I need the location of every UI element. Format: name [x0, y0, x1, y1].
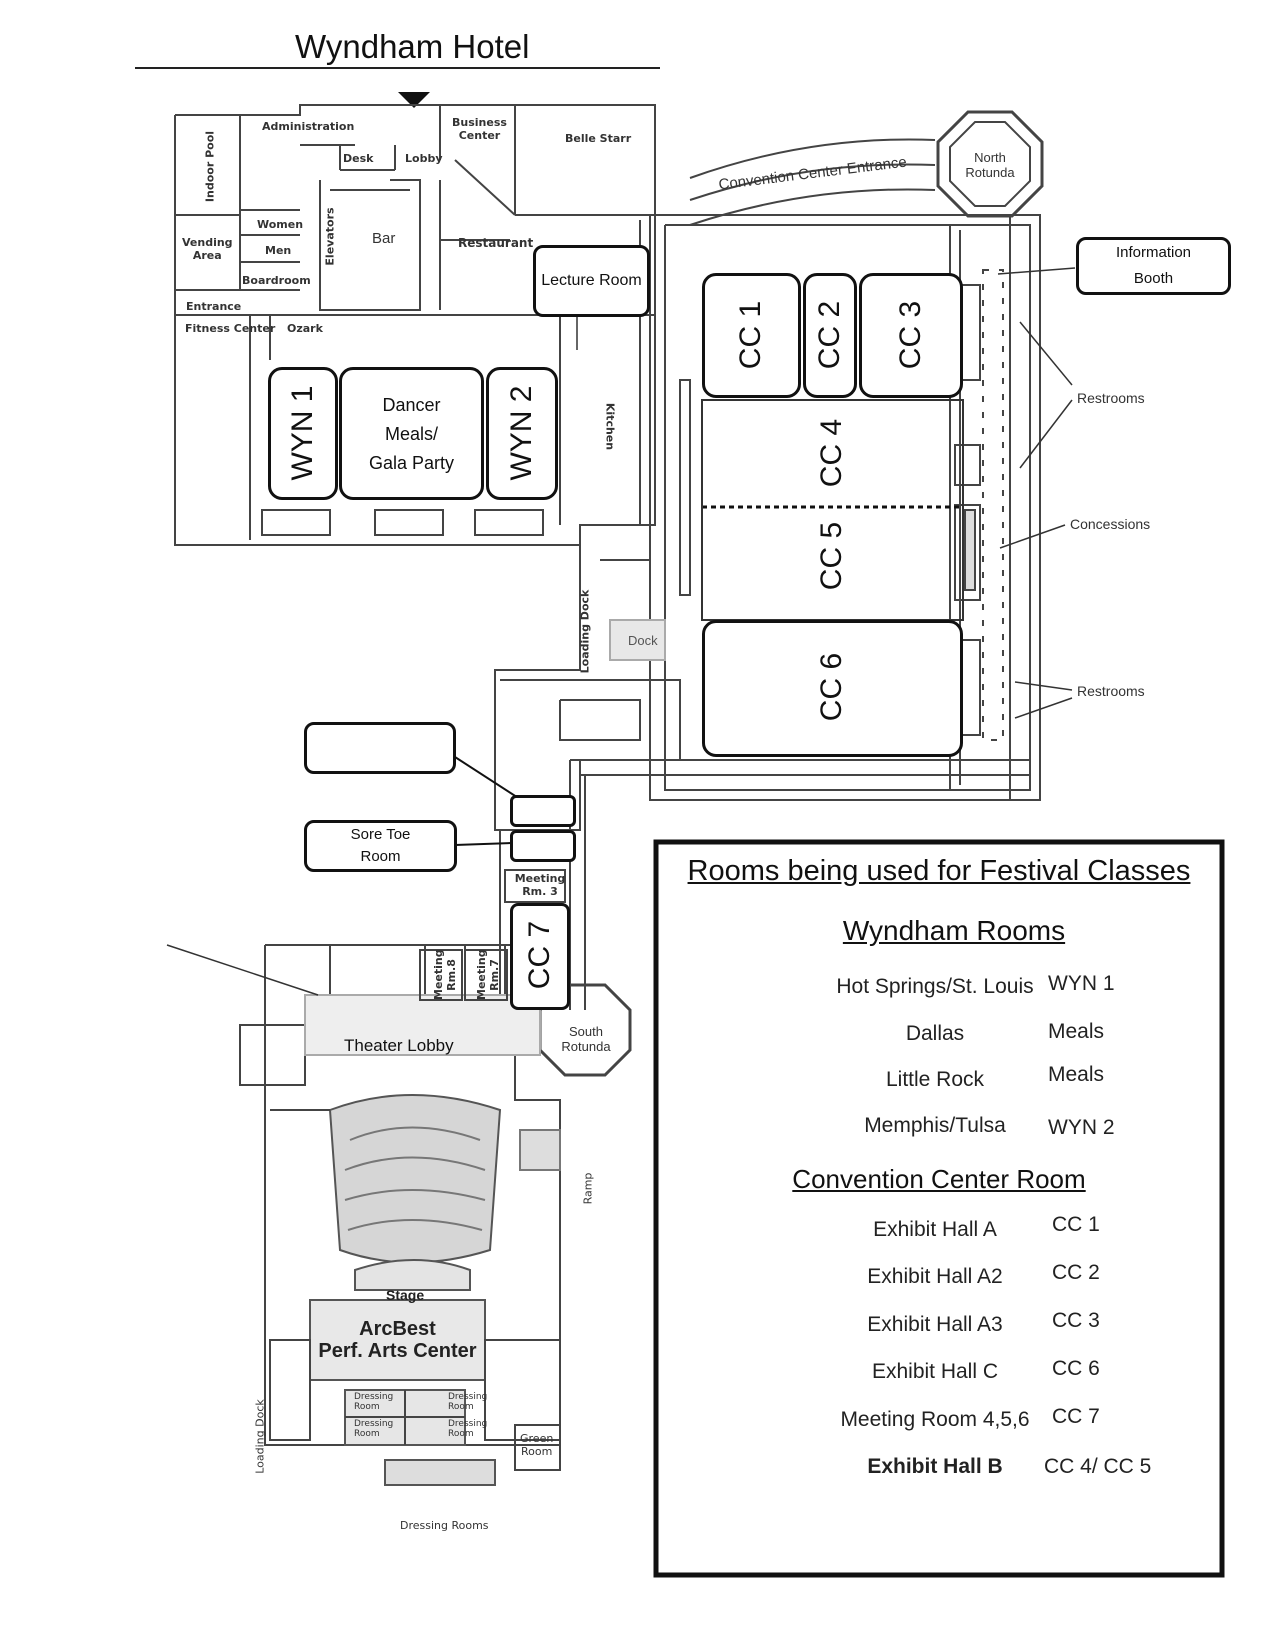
business-center-label: Business Center: [452, 116, 507, 142]
dock-label: Dock: [628, 633, 658, 648]
room-wyn2-label: WYN 2: [505, 385, 538, 481]
room-lecture: Lecture Room: [533, 245, 650, 317]
small-room-upper: [510, 795, 576, 827]
page-title: Wyndham Hotel: [295, 28, 530, 65]
legend-convention-row-1-code: CC 1: [1052, 1213, 1100, 1236]
room-cc5-label: CC 5: [815, 521, 848, 591]
legend-convention-row-2-name: Exhibit Hall A2: [867, 1265, 1003, 1288]
legend-convention-row-5-code: CC 7: [1052, 1405, 1100, 1428]
room-lecture-label: Lecture Room: [541, 272, 642, 289]
legend-wyndham-row-4-code: WYN 2: [1048, 1116, 1115, 1139]
kitchen-label: Kitchen: [603, 402, 617, 451]
men-label: Men: [265, 244, 292, 257]
belle-starr-label: Belle Starr: [565, 132, 632, 145]
fitness-center-label: Fitness Center: [185, 322, 276, 335]
room-wyn1: [268, 367, 338, 500]
room-cc2: [803, 273, 857, 398]
legend-wyndham-row-1-name: Hot Springs/St. Louis: [836, 975, 1034, 998]
dressing-room-label-2: Dressing Room: [448, 1392, 488, 1412]
dressing-rooms-label: Dressing Rooms: [400, 1519, 489, 1532]
bar-label: Bar: [372, 230, 396, 247]
dressing-room-label-1: Dressing Room: [354, 1392, 394, 1412]
restaurant-label: Restaurant: [458, 236, 534, 250]
indoor-pool-label: Indoor Pool: [203, 130, 217, 203]
legend-wyndham-row-2-code: Meals: [1048, 1020, 1105, 1043]
loading-dock-theater-label: Loading Dock: [253, 1399, 267, 1474]
women-label: Women: [257, 218, 304, 231]
theater-lobby-label: Theater Lobby: [344, 1036, 454, 1055]
room-cc6-label: CC 6: [815, 652, 848, 722]
room-cc7: [510, 903, 570, 1010]
meeting-rm3-label: Meeting Rm. 3: [514, 872, 566, 898]
room-cc1: [702, 273, 801, 398]
legend-convention-row-4-code: CC 6: [1052, 1357, 1100, 1380]
restrooms-upper-label: Restrooms: [1077, 390, 1145, 406]
legend-convention-row-5-name: Meeting Room 4,5,6: [840, 1408, 1030, 1431]
room-cc7-label: CC 7: [523, 920, 556, 990]
legend-wyndham-row-1-code: WYN 1: [1048, 972, 1115, 995]
legend-convention-heading: Convention Center Room: [792, 1164, 1086, 1194]
legend-convention-row-2-code: CC 2: [1052, 1261, 1100, 1284]
room-cc4-label: CC 4: [815, 418, 848, 488]
south-rotunda-label: South Rotunda: [561, 1024, 611, 1054]
concessions-label: Concessions: [1070, 516, 1151, 532]
legend-convention-row-4-name: Exhibit Hall C: [871, 1360, 999, 1383]
room-wyn2: [486, 367, 558, 500]
legend-wyndham-row-3-name: Little Rock: [885, 1068, 985, 1091]
elevators-label: Elevators: [323, 207, 337, 266]
ozark-label: Ozark: [287, 322, 323, 335]
loading-dock-label: Loading Dock: [578, 589, 592, 674]
room-cc3: [859, 273, 963, 398]
information-booth-callout: Information Booth: [1076, 237, 1231, 295]
room-dancer-meals-label: Dancer Meals/ Gala Party: [368, 395, 455, 473]
legend-wyndham-row-4-name: Memphis/Tulsa: [864, 1114, 1006, 1137]
meeting-rm7-label: Meeting Rm.7: [475, 949, 501, 1000]
room-cc1-label: CC 1: [734, 300, 767, 370]
legend-title: Rooms being used for Festival Classes: [687, 855, 1191, 887]
room-wyn1-label: WYN 1: [286, 385, 319, 481]
room-cc2-label: CC 2: [813, 300, 846, 370]
room-cc3-label: CC 3: [894, 300, 927, 370]
north-rotunda-label: North Rotunda: [965, 150, 1015, 180]
desk-label: Desk: [343, 152, 374, 165]
legend-convention-row-6-name: Exhibit Hall B: [867, 1455, 1003, 1478]
legend-wyndham-row-2-name: Dallas: [905, 1022, 965, 1045]
sore-toe-room-label: Sore Toe Room: [350, 826, 411, 865]
meeting-rm8-label: Meeting Rm.8: [432, 949, 458, 1000]
dressing-room-label-4: Dressing Room: [448, 1419, 488, 1439]
dressing-room-label-3: Dressing Room: [354, 1419, 394, 1439]
lobby-label: Lobby: [405, 152, 443, 165]
restrooms-lower-label: Restrooms: [1077, 683, 1145, 699]
administration-label: Administration: [262, 120, 355, 133]
legend-wyndham-heading: Wyndham Rooms: [842, 915, 1066, 946]
arcbest-label: ArcBest Perf. Arts Center: [318, 1318, 477, 1362]
blank-callout: [304, 722, 456, 774]
legend-convention-row-1-name: Exhibit Hall A: [873, 1218, 997, 1241]
legend-wyndham-row-3-code: Meals: [1048, 1063, 1105, 1086]
boardroom-label: Boardroom: [242, 274, 311, 287]
vending-area-label: Vending Area: [182, 236, 233, 262]
entrance-label: Entrance: [186, 300, 242, 313]
legend-convention-row-3-name: Exhibit Hall A3: [867, 1313, 1003, 1336]
legend-convention-row-3-code: CC 3: [1052, 1309, 1100, 1332]
green-room-label: Green Room: [520, 1432, 554, 1458]
stage-label: Stage: [386, 1287, 425, 1303]
information-booth-label: Information Booth: [1115, 244, 1192, 287]
small-room-lower: [510, 830, 576, 862]
room-cc6: [702, 620, 963, 757]
legend-convention-row-6-code: CC 4/ CC 5: [1044, 1455, 1152, 1478]
ramp-label: Ramp: [581, 1172, 595, 1205]
sore-toe-room-callout: Sore Toe Room: [304, 820, 457, 872]
room-dancer-meals: [339, 367, 484, 500]
